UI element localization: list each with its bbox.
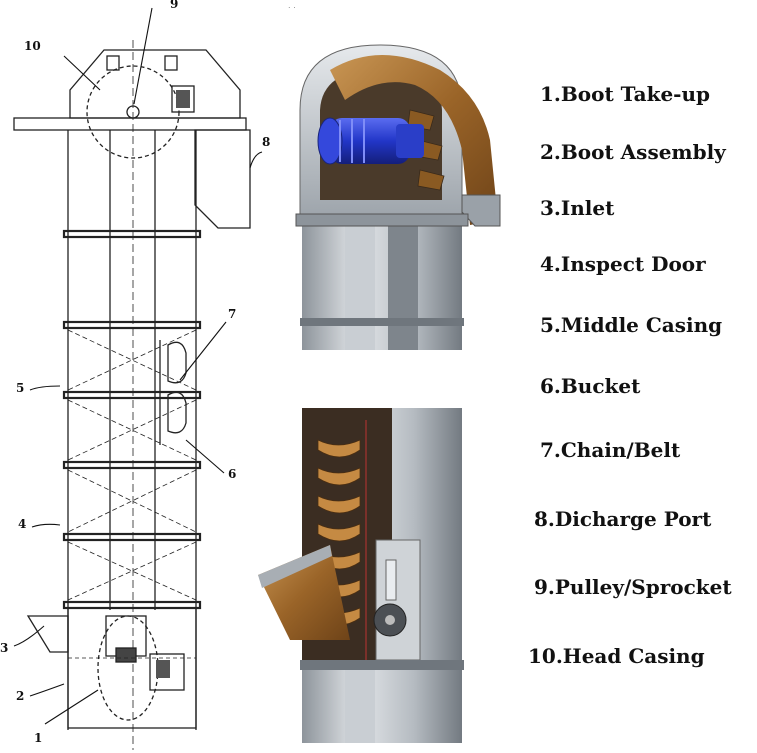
callout-6: 6	[228, 467, 236, 481]
line-drawing	[13, 40, 251, 750]
boot-pulley-outline	[97, 615, 159, 721]
callout-3: 3	[0, 641, 8, 655]
callout-5: 5	[16, 381, 24, 395]
legend-item-5: 5.Middle Casing	[540, 313, 723, 337]
top-beam	[13, 117, 247, 131]
head-casing	[69, 49, 241, 119]
head-inspection-box	[171, 85, 195, 113]
legend-item-3: 3.Inlet	[540, 196, 615, 220]
boot-inspect-box	[149, 653, 185, 691]
callout-numbers: 1 2 3 4 5 6 7 8 9 10	[0, 0, 270, 745]
legend-item-9: 9.Pulley/Sprocket	[534, 575, 732, 599]
head-motor-box-2	[164, 55, 178, 71]
callout-10: 10	[24, 39, 41, 53]
legend-item-1: 1.Boot Take-up	[540, 82, 710, 106]
head-motor-box-1	[106, 55, 120, 71]
casing-flanges	[62, 229, 202, 610]
drive-motor	[317, 117, 424, 165]
discharge-port	[194, 129, 251, 229]
callout-7: 7	[228, 307, 236, 321]
grain-flow-head	[330, 55, 498, 225]
legend-item-7: 7.Chain/Belt	[540, 438, 681, 462]
cross-bracing	[67, 329, 197, 601]
legend-item-2: 2.Boot Assembly	[540, 140, 726, 164]
callout-9: 9	[170, 0, 178, 11]
legend-item-6: 6.Bucket	[540, 374, 641, 398]
callout-1: 1	[34, 731, 42, 745]
svg-text:. .: . .	[288, 1, 296, 10]
callout-leaders	[13, 7, 263, 725]
bucket-chain	[167, 341, 187, 434]
legend-item-8: 8.Dicharge Port	[534, 507, 712, 531]
callout-4: 4	[18, 517, 26, 531]
boot-section-render	[258, 408, 464, 743]
callout-8: 8	[262, 135, 270, 149]
boot-casing	[67, 607, 197, 729]
legend-item-10: 10.Head Casing	[528, 644, 705, 668]
callout-2: 2	[16, 689, 24, 703]
legend-item-4: 4.Inspect Door	[540, 252, 706, 276]
head-section-render	[295, 44, 501, 350]
